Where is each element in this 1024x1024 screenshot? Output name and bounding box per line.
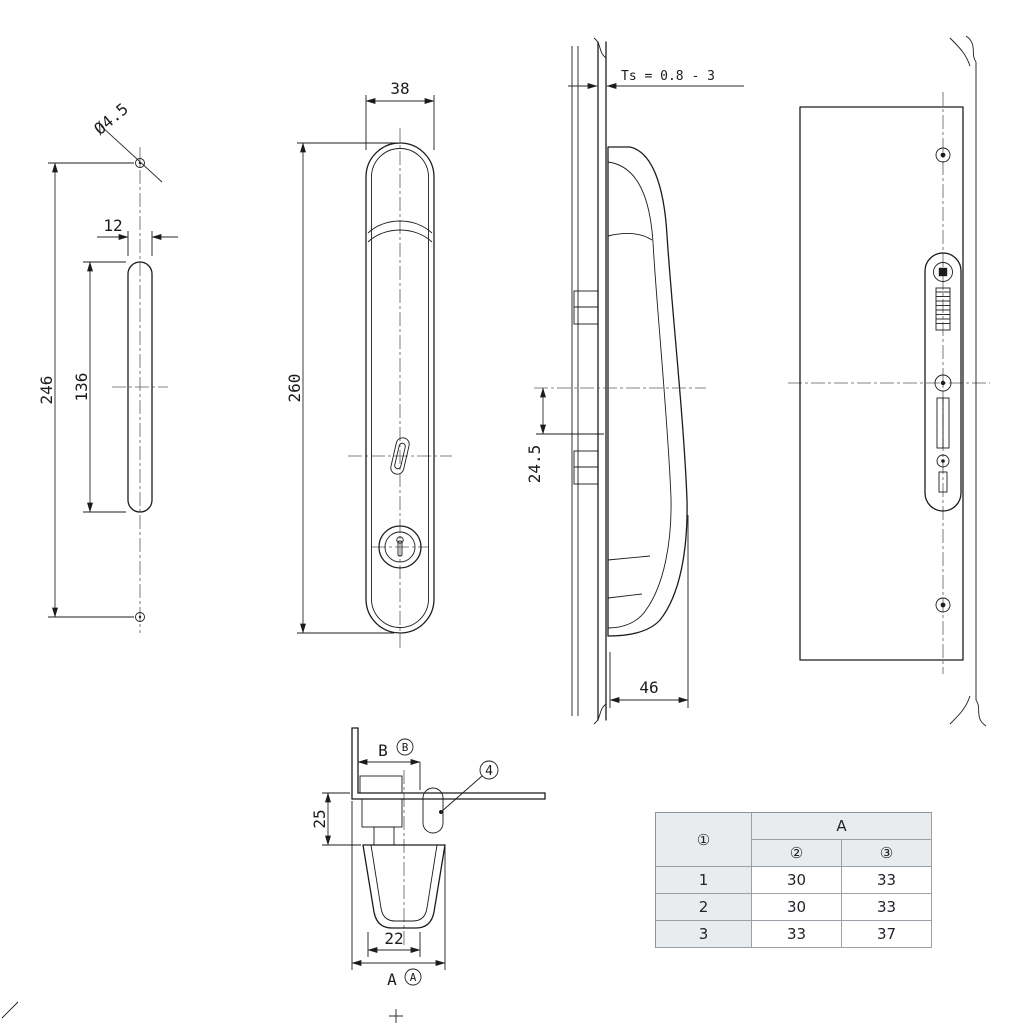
dim-panel-thickness-label: Ts = 0.8 - 3: [621, 69, 715, 84]
section-part-upper: [359, 775, 403, 794]
dia-leader-line: [100, 125, 163, 183]
callout-4-leader: [440, 775, 483, 813]
break-mark-top: [593, 37, 607, 59]
mechanism-screw: [933, 262, 953, 282]
dim-side-offset-label: 24.5: [525, 445, 544, 484]
dim-side-depth-label: 46: [639, 678, 658, 697]
keyhole-slot: [390, 437, 410, 475]
mounting-clip-upper: [573, 290, 599, 325]
handle-outer-outline: [365, 142, 435, 634]
table-row-label: 1: [656, 867, 752, 894]
dim-22-label: 22: [384, 929, 403, 948]
dim-front-height-label: 260: [285, 374, 304, 403]
mounting-hole-top: [135, 158, 145, 168]
handle-profile-outline: [607, 146, 688, 637]
table-cell: 37: [842, 921, 932, 948]
callout-4-balloon: [479, 760, 499, 780]
lock-cup-outline: [362, 844, 446, 929]
table-row-label: 2: [656, 894, 752, 921]
dim-hole-dia-label: Ø4.5: [90, 99, 132, 138]
table-row-label: 3: [656, 921, 752, 948]
dim-slot-width-label: 12: [103, 216, 122, 235]
spec-table: ① A ② ③ 1 30 33 2 30 33 3 33 37: [655, 812, 932, 948]
dim-a-label: A: [387, 970, 397, 989]
ref-a-balloon: [404, 968, 422, 986]
table-cell: 33: [842, 894, 932, 921]
view-section-detail: B B 4 25 22 A A: [310, 727, 546, 989]
view-panel-cutout: Ø4.5 12 246 136: [37, 99, 178, 633]
screw-top: [935, 147, 951, 163]
break-mark-bottom: [593, 703, 607, 725]
table-cell: 30: [752, 894, 842, 921]
table-header-col3: ③: [842, 840, 932, 867]
table-cell: 30: [752, 867, 842, 894]
table-header-col2: ②: [752, 840, 842, 867]
mechanism-pivot: [934, 374, 952, 392]
view-front-handle: 38 260: [285, 79, 452, 649]
dim-total-height-label: 246: [37, 376, 56, 405]
ref-b-label: B: [402, 741, 409, 754]
ref-a-label: A: [410, 971, 417, 984]
table-header-a: A: [752, 813, 932, 840]
lock-cylinder: [378, 525, 422, 569]
view-back-plate: [788, 35, 990, 727]
latch-mechanism-outline: [924, 252, 962, 512]
mounting-clip-lower: [573, 450, 599, 485]
back-plate-outline: [799, 106, 964, 661]
table-header-item: ①: [656, 813, 752, 867]
section-part-body: [361, 798, 403, 828]
callout-4-label: 4: [485, 764, 493, 779]
table-cell: 33: [842, 867, 932, 894]
table-cell: 33: [752, 921, 842, 948]
dim-b-label: B: [378, 741, 388, 760]
dim-25-label: 25: [310, 809, 329, 828]
dim-slot-height-label: 136: [72, 373, 91, 402]
ref-b-balloon: [396, 738, 414, 756]
dim-front-width-label: 38: [390, 79, 409, 98]
ratchet-rack: [935, 287, 951, 331]
frame-marks: [1, 1001, 403, 1023]
screw-bottom: [935, 597, 951, 613]
handle-inner-outline: [371, 148, 429, 628]
view-side-handle: Ts = 0.8 - 3 24.5 46: [525, 37, 744, 725]
mounting-hole-bottom: [135, 612, 145, 622]
slot-outline: [127, 261, 153, 513]
